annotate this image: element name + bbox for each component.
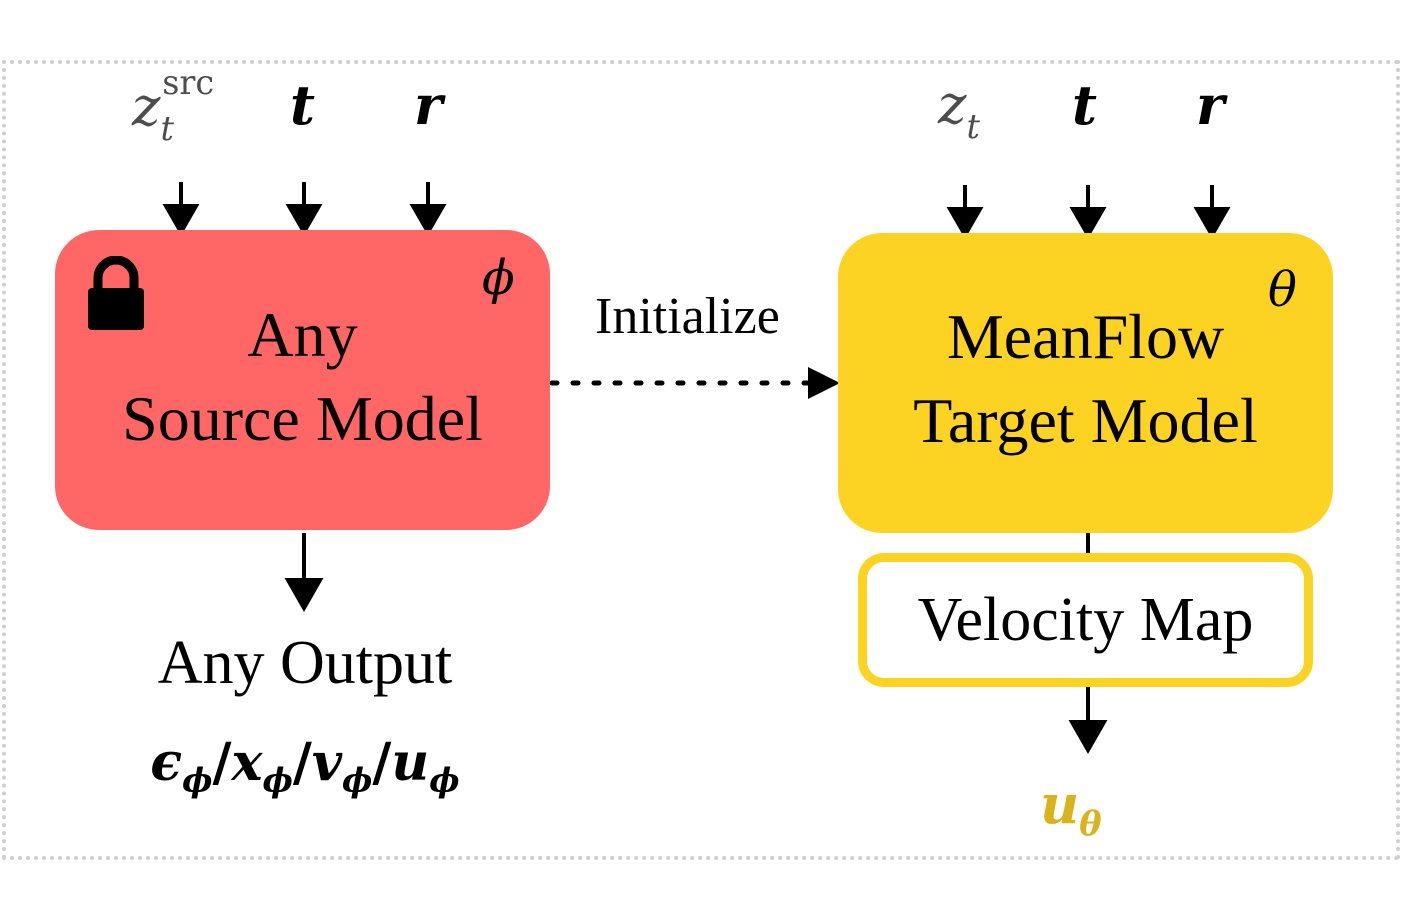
target-input-zt: zt [938, 73, 980, 147]
source-output-vars: ϵϕ/xϕ/vϕ/uϕ [150, 732, 460, 800]
velocity-map-box: Velocity Map [858, 553, 1313, 687]
velocity-map-label: Velocity Map [917, 585, 1254, 654]
target-model-title: MeanFlow Target Model [913, 295, 1257, 463]
target-input-r: r [1196, 73, 1225, 137]
source-input-r: r [414, 73, 443, 137]
source-input-t: t [290, 73, 315, 137]
target-model-box: MeanFlow Target Model [838, 233, 1333, 533]
source-param-phi: ϕ [482, 250, 515, 306]
target-output-u-theta: uθ [1040, 772, 1102, 843]
target-param-theta: θ [1268, 262, 1297, 318]
initialize-arrow [549, 367, 840, 399]
source-input-zt-src: ztsrc [132, 63, 215, 149]
target-input-arrows [946, 185, 1231, 240]
target-input-t: t [1072, 73, 1097, 137]
velocity-output-arrow [1068, 687, 1108, 755]
source-output-arrow [284, 533, 324, 613]
initialize-label: Initialize [595, 288, 780, 345]
target-model-line2: Target Model [913, 385, 1258, 456]
source-model-line2: Source Model [122, 383, 483, 454]
target-model-line1: MeanFlow [946, 301, 1225, 372]
source-model-title: Any Source Model [122, 293, 483, 461]
diagram-frame [2, 60, 1400, 860]
lock-icon [88, 256, 144, 330]
source-output-title: Any Output [157, 629, 453, 697]
source-input-arrows [162, 182, 447, 237]
source-model-line1: Any [247, 299, 358, 370]
